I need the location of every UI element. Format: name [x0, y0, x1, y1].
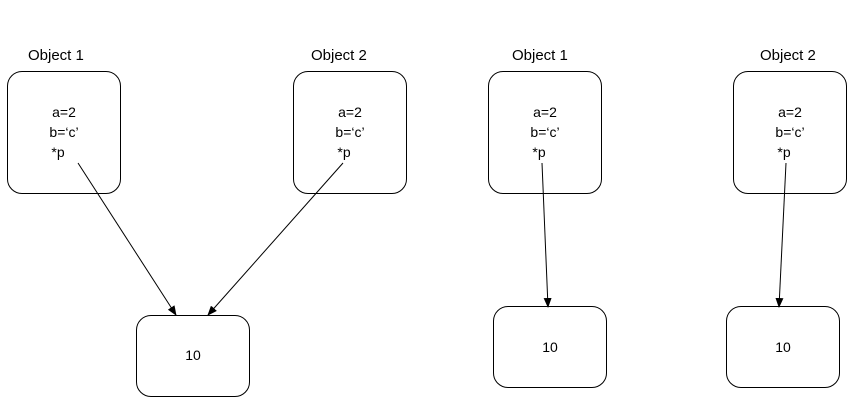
right-object1-title: Object 1: [512, 47, 568, 64]
value-label: 10: [542, 339, 558, 355]
field-pointer: *p: [777, 144, 791, 160]
field-b: b=‘c’: [530, 124, 560, 140]
field-b: b=‘c’: [335, 124, 365, 140]
left-object1-box: a=2 b=‘c’ *p: [7, 71, 121, 194]
field-a: a=2: [533, 104, 557, 120]
field-b: b=‘c’: [49, 124, 79, 140]
value-label: 10: [775, 339, 791, 355]
right-object2-title: Object 2: [760, 47, 816, 64]
value-label: 10: [185, 347, 201, 363]
left-object2-box: a=2 b=‘c’ *p: [293, 71, 407, 194]
left-object2-title: Object 2: [311, 47, 367, 64]
right-object1-box: a=2 b=‘c’ *p: [488, 71, 602, 194]
right-value1-box: 10: [493, 306, 607, 388]
field-a: a=2: [778, 104, 802, 120]
left-object1-title: Object 1: [28, 47, 84, 64]
field-pointer: *p: [532, 144, 546, 160]
field-b: b=‘c’: [775, 124, 805, 140]
field-a: a=2: [52, 104, 76, 120]
field-pointer: *p: [51, 144, 65, 160]
right-object1-fields: a=2 b=‘c’ *p: [489, 102, 601, 162]
left-shared-value-box: 10: [136, 315, 250, 397]
left-object1-fields: a=2 b=‘c’ *p: [8, 102, 120, 162]
field-a: a=2: [338, 104, 362, 120]
left-object2-fields: a=2 b=‘c’ *p: [294, 102, 406, 162]
right-object2-fields: a=2 b=‘c’ *p: [734, 102, 846, 162]
right-object2-box: a=2 b=‘c’ *p: [733, 71, 847, 194]
right-value2-box: 10: [726, 306, 840, 388]
field-pointer: *p: [337, 144, 351, 160]
